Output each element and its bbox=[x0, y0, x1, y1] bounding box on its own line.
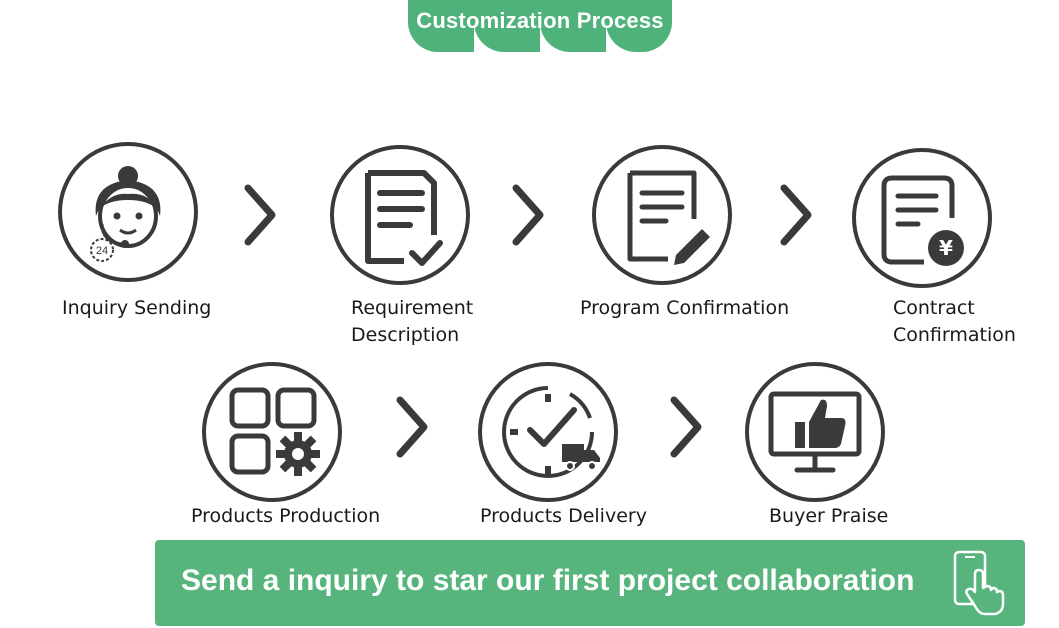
yen-symbol-text: ¥ bbox=[939, 236, 953, 260]
chevron-right-icon bbox=[512, 184, 544, 246]
document-check-icon bbox=[365, 170, 443, 266]
step-label: Contract Confirmation bbox=[893, 295, 1016, 349]
step-circle bbox=[478, 362, 618, 502]
banner-segment bbox=[408, 0, 474, 52]
step-label: Products Production bbox=[191, 505, 381, 527]
delivery-clock-truck-icon bbox=[502, 386, 600, 478]
cta-banner[interactable]: Send a inquiry to star our first project… bbox=[155, 540, 1025, 626]
contract-yen-icon: ¥ bbox=[881, 175, 964, 266]
step-label-line: Confirmation bbox=[893, 324, 1016, 346]
chevron-right-icon bbox=[396, 396, 428, 458]
step-circle: ¥ bbox=[852, 148, 992, 288]
chevron-right-icon bbox=[244, 184, 276, 246]
chevron-right-icon bbox=[670, 396, 702, 458]
cta-text[interactable]: Send a inquiry to star our first project… bbox=[181, 564, 915, 597]
step-label-line: Description bbox=[351, 324, 460, 346]
banner-segment bbox=[474, 0, 540, 52]
step-label: Program Confirmation bbox=[580, 297, 790, 319]
step-label: Buyer Praise bbox=[769, 505, 889, 527]
chevron-right-icon bbox=[780, 184, 812, 246]
step-label: Products Delivery bbox=[480, 505, 647, 527]
step-label: Requirement Description bbox=[351, 295, 473, 349]
step-circle bbox=[202, 362, 342, 502]
banner-segment bbox=[540, 0, 606, 52]
step-circle bbox=[330, 145, 470, 285]
customer-service-icon: 24 bbox=[90, 166, 161, 262]
step-circle: 24 bbox=[58, 142, 198, 282]
step-circle bbox=[592, 145, 732, 285]
step-label-line: Contract bbox=[893, 297, 975, 319]
step-label: Inquiry Sending bbox=[62, 297, 212, 319]
document-edit-icon bbox=[627, 170, 710, 265]
banner-segment bbox=[606, 0, 672, 52]
step-circle bbox=[745, 362, 885, 502]
badge-24-text: 24 bbox=[96, 245, 108, 257]
phone-tap-icon bbox=[953, 550, 1005, 616]
production-grid-gear-icon bbox=[229, 387, 320, 476]
title-banner: Customization Process bbox=[408, 0, 672, 52]
monitor-thumbs-up-icon bbox=[768, 391, 862, 473]
page-title: Customization Process bbox=[416, 8, 664, 33]
step-label-line: Requirement bbox=[351, 297, 474, 319]
